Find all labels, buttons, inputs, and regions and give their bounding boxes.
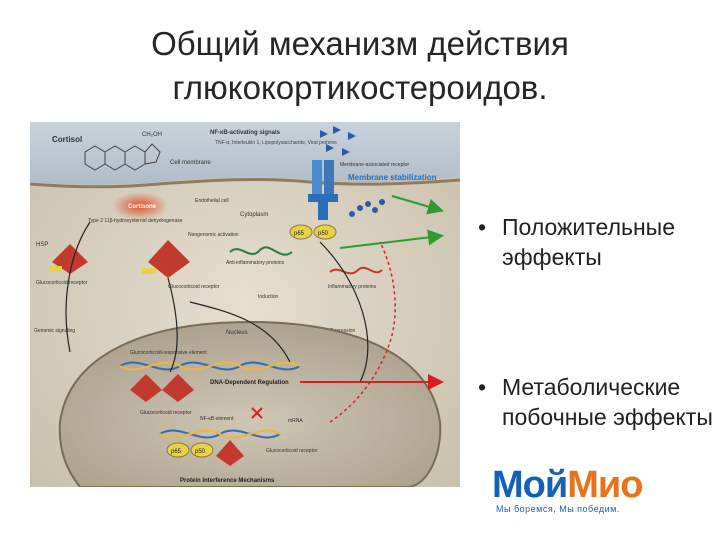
bullet-text: Положительные эффекты <box>502 214 675 270</box>
label-nfkb-element: NF-κB element <box>200 416 234 422</box>
label-genomic: Genomic signaling <box>34 328 75 334</box>
label-cortisone: Cortisone <box>128 204 157 210</box>
cell-membrane <box>30 177 460 189</box>
label-gr-mid: Glucocorticoid receptor <box>168 284 220 290</box>
label-membrane-receptor: Membrane-associated receptor <box>340 162 410 168</box>
slide-title: Общий механизм действия глюкокортикостер… <box>0 22 720 110</box>
bullet-text: Метаболические побочные эффекты <box>502 374 713 430</box>
label-gr-left: Glucocorticoid receptor <box>36 280 88 286</box>
logo-slogan: Мы боремся, Мы победим. <box>496 504 620 514</box>
label-gr-bottom2: Glucocorticoid receptor <box>266 448 318 454</box>
repression-x-mark <box>251 407 263 419</box>
label-gr-bottom: Glucocorticoid receptor <box>140 410 192 416</box>
nucleus <box>58 320 442 487</box>
dna-helix-upper <box>119 361 301 371</box>
pathway-arrows <box>65 221 369 383</box>
logo-part-2: Мио <box>567 464 643 506</box>
label-cell-membrane: Cell membrane <box>170 160 211 166</box>
glucocorticoid-receptor-left <box>50 244 88 274</box>
label-mrna: mRNA <box>288 418 303 424</box>
glucocorticoid-receptor-mid <box>142 240 190 278</box>
label-gre: Glucocorticoid-responsive element <box>130 350 207 356</box>
cortisol-molecule <box>84 143 161 171</box>
red-dashed-pathway <box>329 241 396 423</box>
label-ch2oh: CH₂OH <box>142 132 162 138</box>
bullet-marker: • <box>478 374 487 400</box>
label-nucleus: Nucleus <box>226 330 248 336</box>
title-line-1: Общий механизм действия <box>151 25 569 62</box>
label-type2: Type 2 11β-hydroxysteroid dehydrogenase <box>88 218 183 224</box>
label-anti-inflam: Anti-inflammatory proteins <box>226 260 285 266</box>
label-nongenomic: Nongenomic activation <box>188 232 239 238</box>
gr-dna-complex <box>130 374 194 402</box>
label-induction: Induction <box>258 294 279 300</box>
label-protein-interference: Protein Interference Mechanisms <box>180 478 275 484</box>
title-line-2: глюкокортикостероидов. <box>172 69 548 106</box>
dna-helix-lower <box>159 429 281 439</box>
label-endothelial: Endothelial cell <box>195 198 229 204</box>
logo-part-1: Мой <box>492 464 568 506</box>
cortisone-glow <box>112 192 168 220</box>
bullet-marker: • <box>478 214 487 240</box>
anti-inflammatory-protein-chain <box>229 246 293 256</box>
label-cytoplasm: Cytoplasm <box>240 212 268 218</box>
label-cortisol: Cortisol <box>52 135 82 144</box>
label-repression: Repression <box>330 328 356 334</box>
label-dna-dependent: DNA-Dependent Regulation <box>210 380 289 386</box>
signal-molecules <box>320 126 356 156</box>
logo-wordmark: МойМио <box>492 464 643 507</box>
nfkb-complex-bottom <box>166 440 244 466</box>
nfkb-complex-top <box>289 224 337 240</box>
label-nfkb-sub: TNF-α, Interleukin 1, Lipopolysaccharide… <box>215 140 337 146</box>
inflammatory-protein-chain <box>329 266 383 275</box>
label-p50-top: p50 <box>318 231 329 237</box>
receptor-cluster <box>349 199 385 217</box>
label-p65-bottom: p65 <box>171 449 182 455</box>
label-p50-bottom: p50 <box>195 449 206 455</box>
label-p65-top: p65 <box>294 231 305 237</box>
glucocorticoid-mechanism-diagram: Cortisol CH₂OH Cell membrane NF-κB-activ… <box>30 122 460 487</box>
label-nfkb-signals: NF-κB-activating signals <box>210 130 281 136</box>
moimio-logo: МойМио Мы боремся, Мы победим. <box>492 464 707 516</box>
label-membrane-stabilization: Membrane stabilization <box>348 173 437 182</box>
membrane-receptor <box>308 160 338 220</box>
label-hsp: HSP <box>36 242 48 248</box>
